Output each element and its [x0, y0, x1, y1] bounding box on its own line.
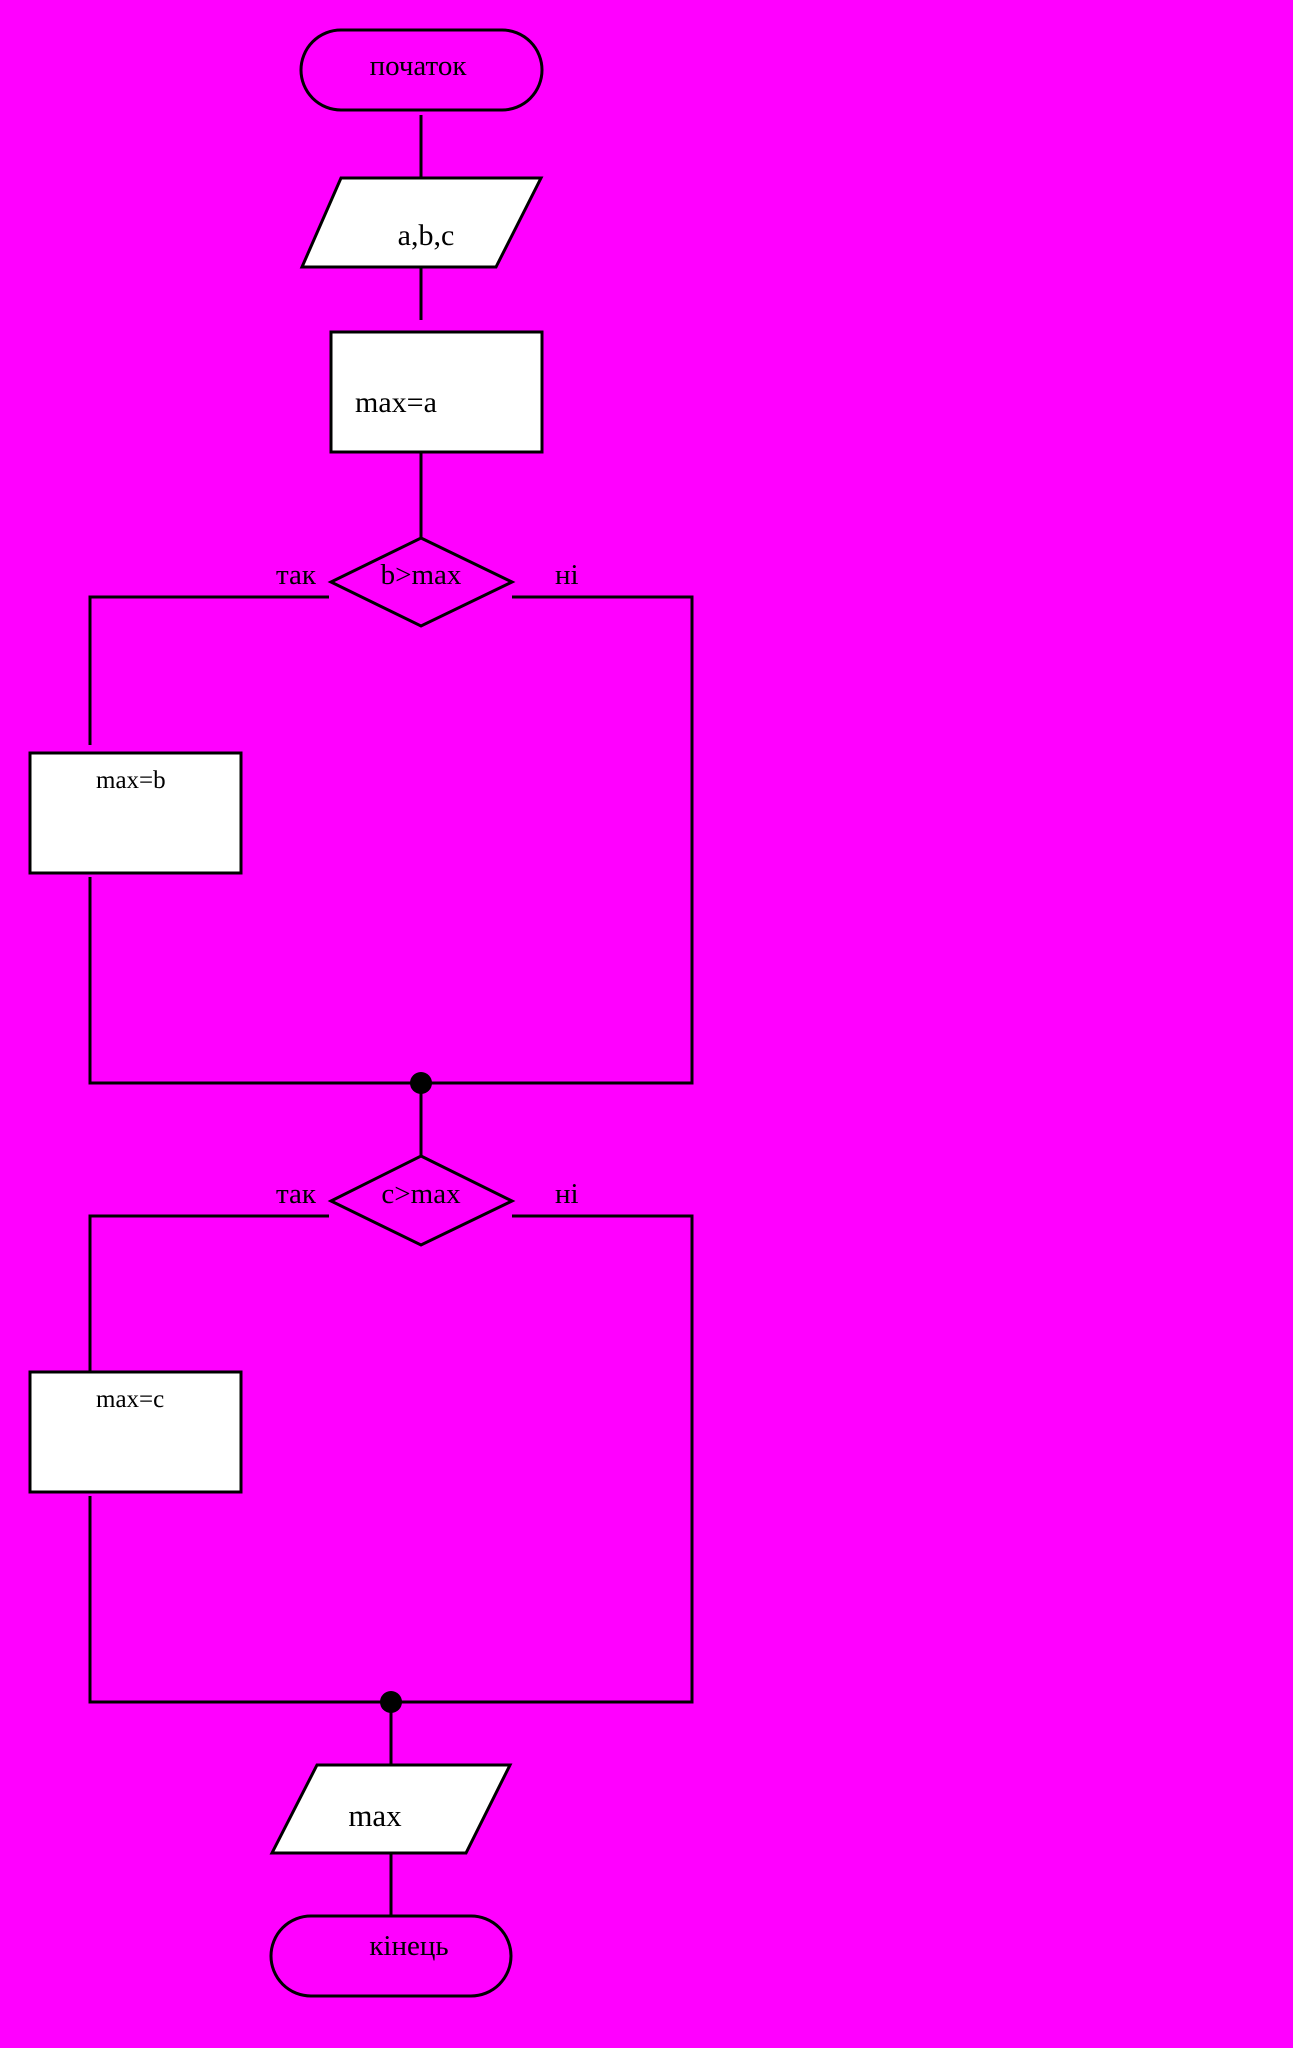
- process-max-c: max=c: [28, 1370, 243, 1494]
- process-max-c-label: max=c: [96, 1386, 164, 1413]
- start-label: початок: [370, 50, 468, 82]
- line-cond1-yes: [88, 595, 329, 745]
- decision-c-label: c>max: [381, 1178, 461, 1210]
- line-cond2-yes: [88, 1214, 329, 1372]
- output-label: max: [348, 1798, 402, 1833]
- process-max-b-label: max=b: [96, 767, 166, 794]
- process-max-b: max=b: [28, 751, 243, 875]
- decision-b-yes-label: так: [276, 559, 317, 591]
- start-terminator: початок: [299, 28, 544, 112]
- decision-b-no-label: ні: [555, 559, 579, 591]
- process-max-a-label: max=a: [355, 386, 437, 419]
- end-label: кінець: [369, 1930, 448, 1962]
- decision-c-no-label: ні: [555, 1178, 579, 1210]
- line-cond2-no: [391, 1214, 694, 1704]
- input-parallelogram: a,b,c: [299, 176, 544, 269]
- decision-b-label: b>max: [381, 559, 462, 591]
- decision-c-yes-label: так: [276, 1178, 317, 1210]
- end-terminator: кінець: [269, 1914, 513, 1998]
- input-label: a,b,c: [398, 219, 455, 252]
- line-maxc-to-merge2: [88, 1496, 391, 1704]
- line-maxb-to-merge1: [88, 877, 421, 1085]
- merge-point-2: [380, 1691, 402, 1713]
- line-cond1-no: [421, 595, 694, 1085]
- output-parallelogram: max: [269, 1763, 513, 1855]
- merge-point-1: [410, 1072, 432, 1094]
- decision-b-gt-max: b>max так ні: [276, 536, 579, 628]
- process-max-a: max=a: [329, 330, 544, 454]
- decision-c-gt-max: c>max так ні: [276, 1154, 579, 1247]
